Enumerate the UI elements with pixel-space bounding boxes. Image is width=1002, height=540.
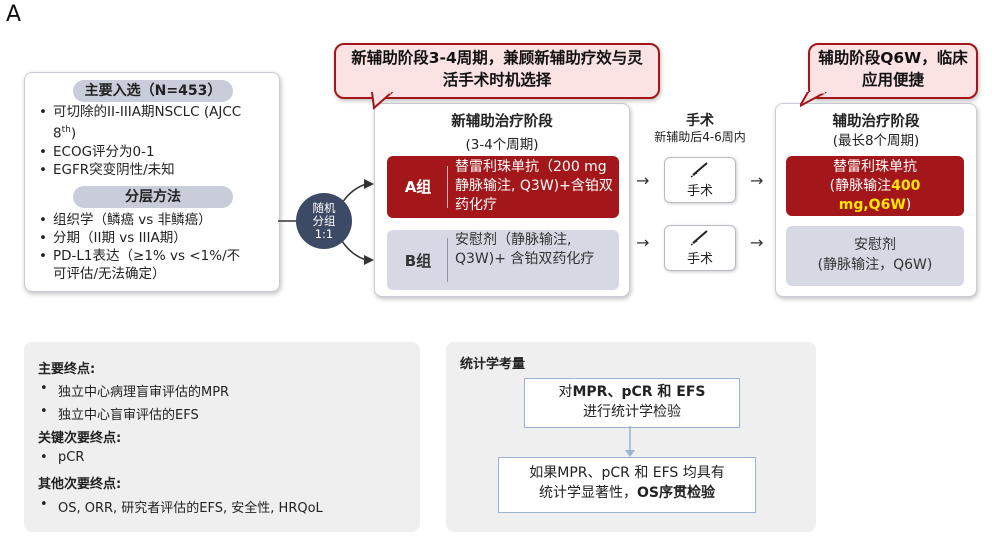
scalpel-icon [690, 162, 708, 178]
neoadjuvant-phase-box: 新辅助治疗阶段 (3-4个周期) A组 替雷利珠单抗（200 mg 静脉输注, … [374, 103, 630, 297]
randomization-node: 随机 分组 1:1 [296, 193, 352, 249]
arrow-right-icon: → [636, 171, 650, 190]
statistics-step-2: 如果MPR、pCR 和 EFS 均具有 统计学显著性，OS序贯检验 [498, 457, 756, 513]
endpoints-panel: 主要终点: 独立中心病理盲审评估的MPR 独立中心盲审评估的EFS 关键次要终点… [24, 342, 420, 532]
arm-b-label: B组 [404, 252, 432, 270]
surgery-box-label: 手术 [686, 184, 713, 199]
surgery-subtitle: 新辅助后4-6周内 [654, 130, 746, 144]
panel-label: A [6, 2, 22, 27]
adjuvant-callout-text: 辅助阶段Q6W，临床应用便捷 [818, 49, 968, 89]
neoadjuvant-callout: 新辅助阶段3-4周期，兼顾新辅助疗效与灵活手术时机选择 [334, 43, 660, 99]
adjuvant-callout: 辅助阶段Q6W，临床应用便捷 [808, 43, 978, 99]
arm-a-text: 替雷利珠单抗（200 mg 静脉输注, Q3W)+含铂双药化疗 [455, 159, 613, 213]
arrow-down-icon [625, 426, 635, 457]
endpoint-item: 独立中心病理盲审评估的MPR [38, 381, 229, 400]
strat-item: PD-L1表达（≥1% vs <1%/不可评估/无法确定） [37, 247, 253, 283]
criteria-item: ECOG评分为0-1 [37, 143, 269, 161]
criteria-item: EGFR突变阴性/未知 [37, 161, 269, 179]
adjuvant-arm-a: 替雷利珠单抗 (静脉输注400 mg,Q6W) [786, 156, 964, 216]
strat-item: 分期（II期 vs IIIA期） [37, 229, 269, 247]
statistics-step-1: 对MPR、pCR 和 EFS 进行统计学检验 [524, 378, 740, 428]
statistics-title: 统计学考量 [460, 357, 526, 372]
criteria-item: 可切除的II-IIIA期NSCLC (AJCC 8th) [37, 103, 253, 143]
adjuvant-arm-b-line1: 安慰剂 [854, 237, 896, 253]
endpoint-item: pCR [38, 450, 84, 465]
adjuvant-arm-a-line1: 替雷利珠单抗 [833, 159, 917, 175]
arrow-right-icon: → [750, 171, 764, 190]
eligibility-box: 主要入选（N=453） 可切除的II-IIIA期NSCLC (AJCC 8th)… [24, 72, 280, 292]
criteria-list: 可切除的II-IIIA期NSCLC (AJCC 8th) ECOG评分为0-1 … [37, 103, 269, 179]
strat-list: 组织学（鳞癌 vs 非鳞癌） 分期（II期 vs IIIA期） PD-L1表达（… [37, 211, 269, 283]
surgery-box-a: 手术 [664, 157, 736, 203]
strat-item: 组织学（鳞癌 vs 非鳞癌） [37, 211, 269, 229]
neoadjuvant-callout-text: 新辅助阶段3-4周期，兼顾新辅助疗效与灵活手术时机选择 [351, 49, 643, 89]
adjuvant-subtitle: (最长8个周期) [832, 133, 920, 149]
scalpel-icon [690, 230, 708, 246]
neoadjuvant-subtitle: (3-4个周期) [465, 137, 539, 153]
endpoint-item: OS, ORR, 研究者评估的EFS, 安全性, HRQoL [38, 497, 323, 516]
arm-divider [447, 166, 448, 208]
key-secondary-title: 关键次要终点: [38, 431, 122, 446]
neoadjuvant-arm-b: B组 安慰剂（静脉输注, Q3W)+ 含铂双药化疗 [387, 230, 619, 290]
adjuvant-title: 辅助治疗阶段 [832, 114, 920, 130]
arrow-right-icon: → [750, 233, 764, 252]
eligibility-title: 主要入选（N=453） [73, 80, 233, 102]
neoadjuvant-arm-a: A组 替雷利珠单抗（200 mg 静脉输注, Q3W)+含铂双药化疗 [387, 156, 619, 218]
surgery-box-b: 手术 [664, 225, 736, 271]
surgery-title: 手术 [686, 113, 714, 129]
endpoint-item: 独立中心盲审评估的EFS [38, 404, 199, 423]
adjuvant-arm-a-line2: (静脉输注400 [829, 178, 921, 194]
other-secondary-title: 其他次要终点: [38, 477, 122, 492]
neoadjuvant-title: 新辅助治疗阶段 [451, 114, 553, 130]
adjuvant-arm-b: 安慰剂 (静脉输注，Q6W) [786, 226, 964, 286]
adjuvant-arm-a-line3: mg,Q6W) [838, 197, 912, 213]
callout-pointer [370, 92, 394, 111]
arm-divider [447, 238, 448, 282]
adjuvant-arm-b-line2: (静脉输注，Q6W) [817, 257, 933, 273]
adjuvant-phase-box: 辅助治疗阶段 (最长8个周期) 替雷利珠单抗 (静脉输注400 mg,Q6W) … [775, 103, 977, 297]
callout-pointer [800, 92, 827, 108]
arrow-right-icon: → [636, 233, 650, 252]
strat-title: 分层方法 [73, 186, 233, 208]
arm-b-text: 安慰剂（静脉输注, Q3W)+ 含铂双药化疗 [455, 232, 595, 267]
statistics-panel: 统计学考量 对MPR、pCR 和 EFS 进行统计学检验 如果MPR、pCR 和… [446, 342, 816, 532]
arm-a-label: A组 [404, 178, 432, 196]
surgery-box-label: 手术 [686, 252, 713, 267]
primary-endpoints-title: 主要终点: [38, 362, 96, 377]
